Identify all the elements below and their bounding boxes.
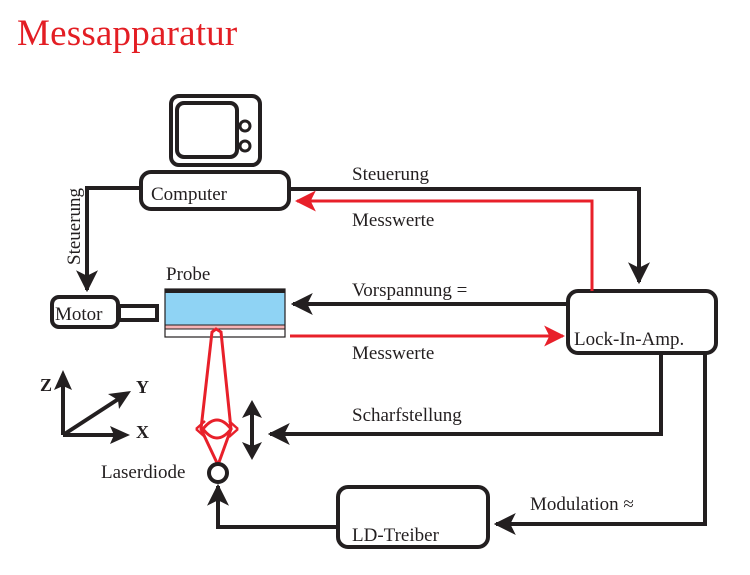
axis-y-label: Y [136, 377, 149, 397]
lockin-label: Lock-In-Amp. [574, 329, 684, 350]
laserdiode-label: Laserdiode [101, 462, 185, 483]
ld-driver-label: LD-Treiber [352, 525, 440, 546]
laser-beam [195, 327, 239, 466]
sample-body [165, 293, 285, 325]
motor-box[interactable]: Motor [50, 295, 159, 329]
computer-to-motor-label: Steuerung [64, 187, 85, 265]
page-title: Messapparatur [17, 13, 238, 54]
lockin-to-driver-line [493, 353, 707, 535]
axis-z-label: Z [40, 375, 52, 395]
computer-to-lockin-line [289, 187, 650, 285]
driver-to-laserdiode-line [207, 483, 338, 529]
lockin-to-lens-label: Scharfstellung [352, 405, 462, 426]
sample-to-lockin-label: Messwerte [352, 343, 434, 364]
sample-active-layer [165, 325, 285, 329]
sample-stack[interactable] [164, 288, 286, 338]
sample-substrate [165, 329, 285, 337]
lens-icon [201, 418, 233, 440]
computer-to-motor-line [76, 186, 141, 293]
focus-double-arrow-icon[interactable] [242, 400, 262, 460]
motor-label: Motor [55, 304, 103, 325]
lockin-to-computer-label: Messwerte [352, 210, 434, 231]
computer-label: Computer [151, 184, 228, 205]
lockin-to-sample-label: Vorspannung = [352, 280, 467, 301]
laserdiode-icon[interactable] [207, 462, 229, 484]
lockin-amplifier-box[interactable]: Lock-In-Amp. [566, 289, 718, 355]
lockin-to-lens-line [267, 353, 663, 445]
computer-to-lockin-label: Steuerung [352, 164, 430, 185]
coordinate-axes-icon: Z Y X [40, 370, 149, 444]
ld-driver-box[interactable]: LD-Treiber [336, 485, 490, 549]
sample-top-electrode [165, 289, 285, 293]
lockin-to-driver-label: Modulation ≈ [530, 494, 634, 515]
motor-shaft [117, 304, 159, 322]
sample-label: Probe [166, 264, 210, 285]
computer-box[interactable]: Computer [139, 170, 291, 211]
monitor-icon [169, 94, 262, 167]
lockin-to-computer-line [294, 190, 594, 291]
axis-x-label: X [136, 422, 149, 442]
